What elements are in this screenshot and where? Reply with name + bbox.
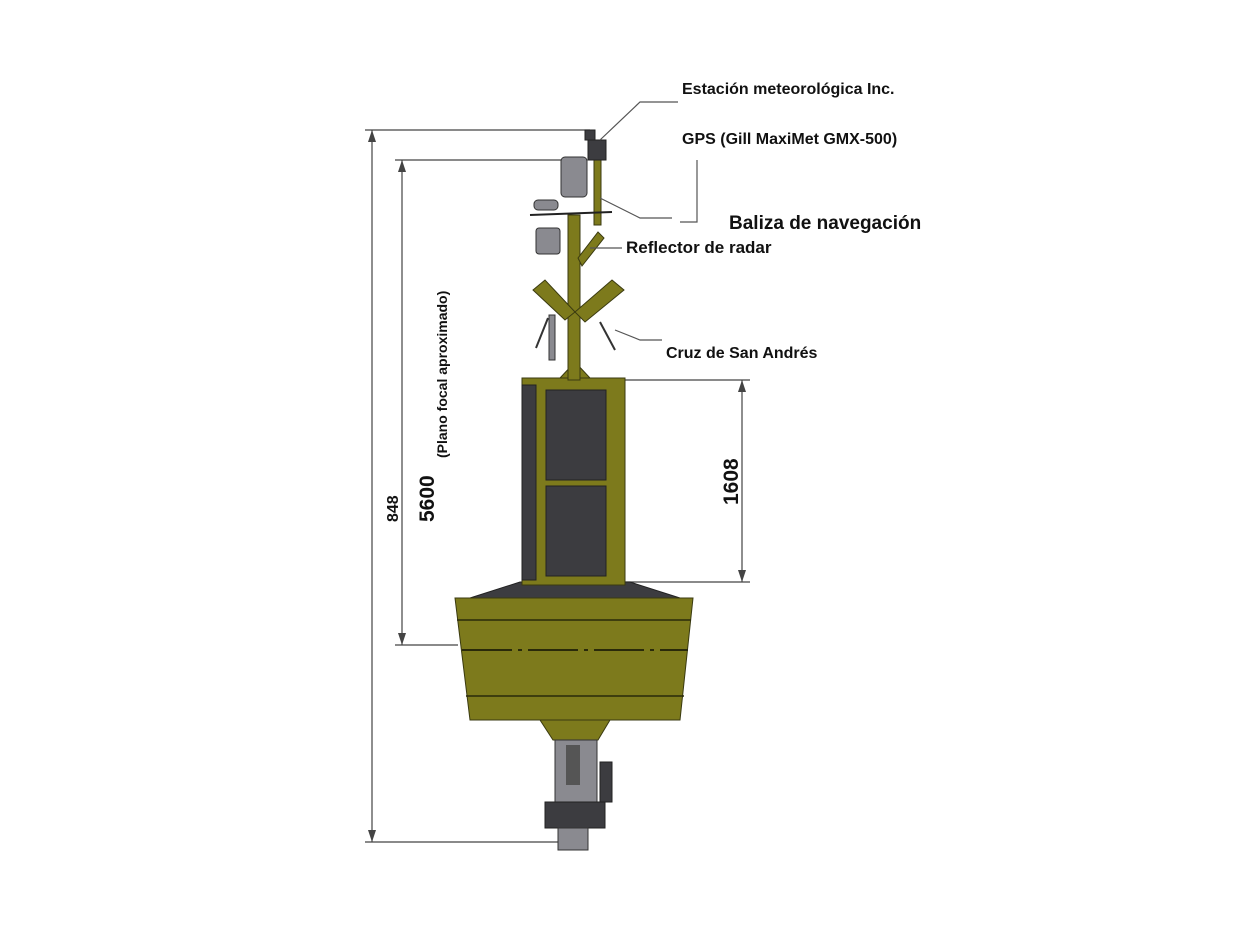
label-weather-station: Estación meteorológica Inc. xyxy=(682,81,895,98)
dimension-focal-plane: 5600 xyxy=(416,475,439,522)
total-height-dimension xyxy=(365,129,590,843)
leader-lines xyxy=(590,101,698,341)
mast xyxy=(529,129,625,381)
tower xyxy=(521,361,626,586)
dimension-total-height: 848 xyxy=(385,495,402,522)
keel xyxy=(539,719,613,851)
label-gps: GPS (Gill MaxiMet GMX-500) xyxy=(682,131,897,148)
buoy-hull xyxy=(454,581,694,721)
label-nav-beacon: Baliza de navegación xyxy=(729,213,921,234)
label-radar-reflector: Reflector de radar xyxy=(626,238,772,257)
dimension-tower-height: 1608 xyxy=(720,458,743,505)
focal-plane-note: (Plano focal aproximado) xyxy=(434,291,450,458)
tower-height-dimension xyxy=(625,379,750,583)
focal-plane-dimension xyxy=(395,159,565,646)
label-st-andrews-cross: Cruz de San Andrés xyxy=(666,345,818,362)
